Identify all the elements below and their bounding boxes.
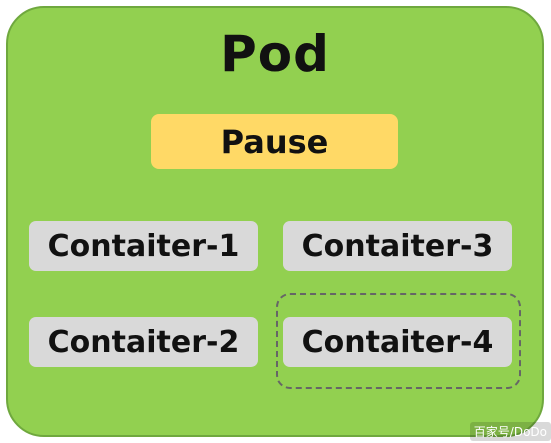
container-3-box: Contaiter-3 (283, 221, 512, 271)
container-4-dashed-highlight (276, 293, 521, 389)
pause-container-box: Pause (151, 114, 398, 169)
container-4-box: Contaiter-4 (283, 317, 512, 367)
container-2-box: Contaiter-2 (29, 317, 258, 367)
pod-title: Pod (220, 25, 330, 83)
watermark: 百家号/DoDo (469, 422, 551, 441)
container-1-box: Contaiter-1 (29, 221, 258, 271)
